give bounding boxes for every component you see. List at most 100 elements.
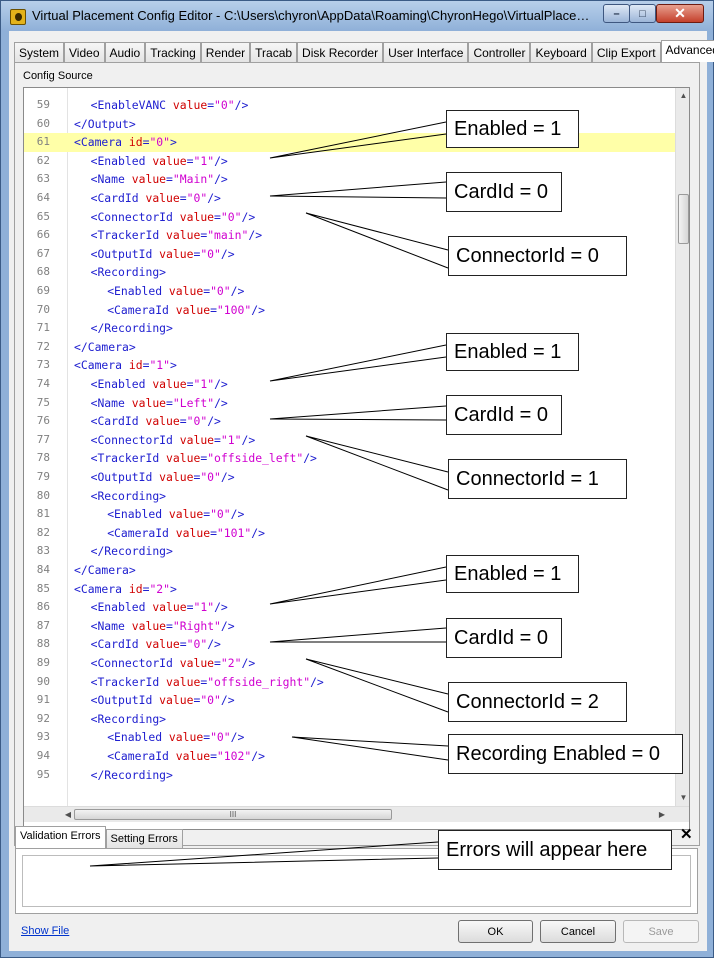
xml-tag-token: = bbox=[179, 414, 187, 429]
code-line[interactable]: 77<ConnectorId value="1"/> bbox=[24, 431, 675, 450]
code-line[interactable]: 70<CameraId value="100"/> bbox=[24, 301, 675, 320]
cancel-button[interactable]: Cancel bbox=[540, 920, 616, 943]
code-line[interactable]: 87<Name value="Right"/> bbox=[24, 617, 675, 636]
code-line[interactable]: 76<CardId value="0"/> bbox=[24, 412, 675, 431]
code-content: <Camera id="0"> bbox=[74, 133, 177, 152]
tab-disk-recorder[interactable]: Disk Recorder bbox=[297, 42, 384, 62]
code-line[interactable]: 63<Name value="Main"/> bbox=[24, 170, 675, 189]
ok-button[interactable]: OK bbox=[458, 920, 533, 943]
code-line[interactable]: 86<Enabled value="1"/> bbox=[24, 598, 675, 617]
code-content: <Name value="Left"/> bbox=[91, 394, 228, 413]
vertical-scroll-thumb[interactable] bbox=[678, 194, 689, 244]
xml-tag-token: = bbox=[200, 674, 208, 689]
code-line[interactable]: 67<OutputId value="0"/> bbox=[24, 245, 675, 264]
xml-val-token: "1" bbox=[193, 377, 215, 391]
code-line[interactable]: 94<CameraId value="102"/> bbox=[24, 747, 675, 766]
xml-tag-token: /> bbox=[251, 302, 265, 317]
xml-tag-token: = bbox=[142, 358, 150, 373]
xml-attr-token: value bbox=[179, 432, 215, 447]
code-line[interactable]: 73<Camera id="1"> bbox=[24, 356, 675, 375]
code-line[interactable]: 83</Recording> bbox=[24, 542, 675, 561]
scroll-right-icon[interactable]: ▶ bbox=[658, 810, 666, 819]
code-line[interactable]: 71</Recording> bbox=[24, 319, 675, 338]
tab-tracking[interactable]: Tracking bbox=[145, 42, 201, 62]
advanced-tab-panel: Config Source 59<EnableVANC value="0"/>6… bbox=[14, 62, 700, 846]
code-line[interactable]: 95</Recording> bbox=[24, 766, 675, 785]
tab-user-interface[interactable]: User Interface bbox=[383, 42, 469, 62]
code-line[interactable]: 81<Enabled value="0"/> bbox=[24, 505, 675, 524]
line-number: 60 bbox=[36, 116, 50, 130]
code-line[interactable]: 64<CardId value="0"/> bbox=[24, 189, 675, 208]
tab-controller[interactable]: Controller bbox=[468, 42, 531, 62]
scroll-down-icon[interactable]: ▼ bbox=[679, 793, 688, 802]
code-line[interactable]: 80<Recording> bbox=[24, 487, 675, 506]
code-content: <Recording> bbox=[91, 710, 166, 729]
scroll-left-icon[interactable]: ◀ bbox=[64, 810, 72, 819]
tab-tracab[interactable]: Tracab bbox=[250, 42, 298, 62]
tab-audio[interactable]: Audio bbox=[104, 42, 146, 62]
horizontal-scrollbar[interactable]: ◀ III ▶ bbox=[24, 806, 689, 822]
line-number: 86 bbox=[36, 600, 50, 614]
show-file-link[interactable]: Show File bbox=[21, 925, 70, 937]
horizontal-scroll-thumb[interactable]: III bbox=[74, 809, 392, 820]
xml-tag-token: = bbox=[200, 228, 208, 243]
xml-tag-token: <Enabled bbox=[90, 377, 153, 391]
code-line[interactable]: 93<Enabled value="0"/> bbox=[24, 728, 675, 747]
code-content: <Camera id="2"> bbox=[74, 580, 177, 599]
line-number: 62 bbox=[36, 153, 50, 167]
code-line[interactable]: 65<ConnectorId value="0"/> bbox=[24, 208, 675, 227]
tab-validation-errors[interactable]: Validation Errors bbox=[15, 826, 106, 848]
xml-val-token: "101" bbox=[216, 525, 252, 540]
tab-setting-errors[interactable]: Setting Errors bbox=[105, 829, 183, 848]
code-line[interactable]: 89<ConnectorId value="2"/> bbox=[24, 654, 675, 673]
xml-val-token: "Main" bbox=[172, 172, 215, 187]
tab-video[interactable]: Video bbox=[64, 42, 105, 62]
code-line[interactable]: 78<TrackerId value="offside_left"/> bbox=[24, 449, 675, 468]
code-line[interactable]: 82<CameraId value="101"/> bbox=[24, 524, 675, 543]
code-line[interactable]: 72</Camera> bbox=[24, 338, 675, 357]
xml-val-token: "0" bbox=[186, 191, 208, 205]
error-panel-close-icon[interactable]: ✕ bbox=[680, 826, 693, 843]
code-line[interactable]: 60</Output> bbox=[24, 115, 675, 134]
callout-cardid-camera-1: CardId = 0 bbox=[446, 395, 562, 435]
xml-tag-token: <TrackerId bbox=[90, 674, 167, 689]
callout-cardid-camera-0: CardId = 0 bbox=[446, 172, 562, 212]
code-line[interactable]: 62<Enabled value="1"/> bbox=[24, 152, 675, 171]
maximize-button[interactable]: □ bbox=[629, 4, 656, 23]
code-line[interactable]: 85 <Camera id="2"> bbox=[24, 580, 675, 599]
tab-system[interactable]: System bbox=[14, 42, 65, 62]
code-line[interactable]: 75<Name value="Left"/> bbox=[24, 394, 675, 413]
xml-val-token: "offside_left" bbox=[207, 451, 304, 466]
code-line[interactable]: 84</Camera> bbox=[24, 561, 675, 580]
code-line[interactable]: 59<EnableVANC value="0"/> bbox=[24, 96, 675, 115]
line-number: 90 bbox=[36, 674, 50, 688]
xml-tag-token: > bbox=[170, 581, 177, 596]
close-button[interactable]: ✕ bbox=[656, 4, 704, 23]
save-button[interactable]: Save bbox=[623, 920, 699, 943]
code-line[interactable]: 68<Recording> bbox=[24, 263, 675, 282]
xml-tag-token: /> bbox=[214, 600, 228, 615]
title-bar[interactable]: Virtual Placement Config Editor - C:\Use… bbox=[1, 1, 713, 31]
xml-val-token: "100" bbox=[216, 302, 252, 317]
xml-val-token: "1" bbox=[193, 600, 215, 615]
xml-attr-token: value bbox=[168, 730, 204, 745]
code-line[interactable]: 66<TrackerId value="main"/> bbox=[24, 226, 675, 245]
code-line[interactable]: 88<CardId value="0"/> bbox=[24, 635, 675, 654]
code-line[interactable]: 91<OutputId value="0"/> bbox=[24, 691, 675, 710]
code-text[interactable]: 59<EnableVANC value="0"/>60</Output>61<C… bbox=[24, 88, 675, 806]
line-number: 82 bbox=[36, 525, 50, 539]
tab-clip-export[interactable]: Clip Export bbox=[591, 42, 661, 62]
minimize-button[interactable]: – bbox=[603, 4, 630, 23]
tab-render[interactable]: Render bbox=[200, 42, 251, 62]
vertical-scrollbar[interactable]: ▲ ▼ bbox=[675, 88, 689, 806]
xml-tag-token: = bbox=[142, 581, 150, 596]
tab-advanced[interactable]: Advanced bbox=[660, 40, 714, 62]
tab-keyboard[interactable]: Keyboard bbox=[530, 42, 592, 62]
scroll-up-icon[interactable]: ▲ bbox=[679, 91, 688, 100]
code-content: </Recording> bbox=[91, 542, 173, 561]
line-number: 85 bbox=[36, 581, 50, 595]
code-line[interactable]: 74<Enabled value="1"/> bbox=[24, 375, 675, 394]
code-line[interactable]: 92<Recording> bbox=[24, 710, 675, 729]
code-line[interactable]: 69<Enabled value="0"/> bbox=[24, 282, 675, 301]
code-line[interactable]: 79<OutputId value="0"/> bbox=[24, 468, 675, 487]
